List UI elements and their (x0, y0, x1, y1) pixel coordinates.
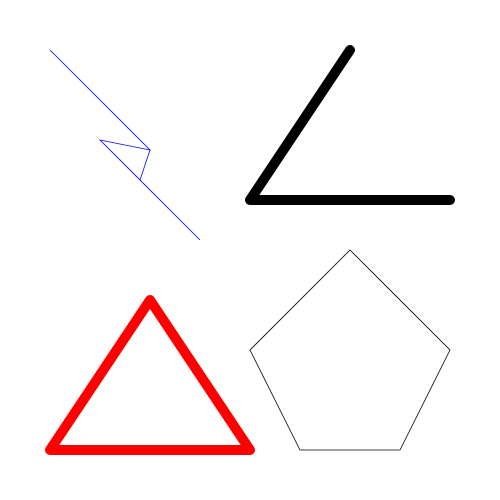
pentagon-shape (249, 249, 451, 451)
lightning-bolt-shape (49, 49, 201, 241)
triangle-shape (45, 295, 255, 455)
angle-shape (245, 45, 455, 205)
